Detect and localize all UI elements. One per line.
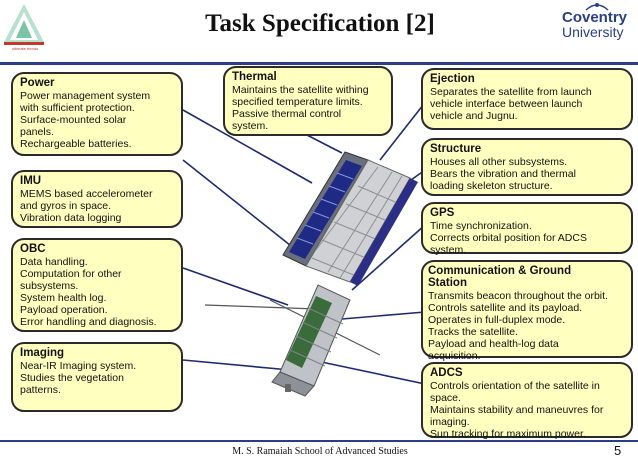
coventry-logo-line2: University [562, 24, 624, 40]
coventry-crest-icon [585, 3, 609, 11]
comm-title-line1: Communication & Ground [428, 265, 572, 277]
gps-title: GPS [430, 207, 455, 219]
thermal-line: Maintains the satellite withing [232, 84, 369, 96]
power-line: Power management system [20, 90, 151, 102]
adcs-line: Maintains stability and maneuvres for [430, 404, 604, 416]
leader-lines [182, 99, 428, 385]
structure-box: Structure Houses all other subsystems. B… [421, 138, 633, 196]
adcs-line: imaging. [430, 416, 470, 428]
adcs-title: ADCS [430, 367, 463, 379]
adcs-line: Sun tracking for maximum power. [430, 428, 586, 440]
ejection-title: Ejection [430, 73, 475, 85]
comm-line: acquisition. [428, 350, 481, 362]
imu-line: Vibration data logging [20, 212, 122, 224]
structure-line: loading skeleton structure. [430, 180, 553, 192]
imaging-line: patterns. [20, 384, 61, 396]
comm-line: Operates in full-duplex mode. [428, 314, 566, 326]
ejection-line: vehicle and Jugnu. [430, 110, 518, 122]
adcs-box: ADCS Controls orientation of the satelli… [421, 362, 633, 440]
ejection-box: Ejection Separates the satellite from la… [421, 68, 633, 130]
power-line: Surface-mounted solar [20, 114, 127, 126]
imaging-title: Imaging [20, 347, 65, 359]
obc-title: OBC [20, 243, 46, 255]
institute-logo-caption: ultimate trends [11, 46, 39, 51]
payload-module [271, 284, 351, 397]
obc-line: Payload operation. [20, 304, 108, 316]
leader-line-gps [351, 224, 426, 291]
footer-text: M. S. Ramaiah School of Advanced Studies [232, 446, 408, 457]
obc-line: Error handling and diagnosis. [20, 316, 157, 328]
imaging-box: Imaging Near-IR Imaging system. Studies … [11, 342, 183, 412]
leader-line-power [182, 109, 313, 184]
leader-line-thermal [304, 133, 343, 154]
leader-line-ejection [379, 99, 428, 161]
slide-title: Task Specification [2] [205, 10, 435, 37]
institute-logo [4, 4, 44, 45]
comm-line: Transmits beacon throughout the orbit. [428, 290, 608, 302]
power-title: Power [20, 77, 55, 89]
obc-box: OBC Data handling. Computation for other… [11, 238, 183, 332]
gps-box: GPS Time synchronization. Corrects orbit… [421, 202, 633, 256]
structure-line: Bears the vibration and thermal [430, 168, 576, 180]
thermal-box: Thermal Maintains the satellite withing … [223, 66, 393, 136]
power-line: panels. [20, 126, 54, 138]
power-line: with sufficient protection. [20, 102, 135, 114]
comm-line: Tracks the satellite. [428, 326, 519, 338]
comm-title-line2: Station [428, 277, 467, 289]
leader-line-comm [329, 311, 426, 321]
imu-line: MEMS based accelerometer [20, 188, 153, 200]
coventry-logo-line1: Coventry [562, 9, 628, 26]
structure-title: Structure [430, 143, 482, 155]
obc-line: subsystems. [20, 280, 79, 292]
power-line: Rechargeable batteries. [20, 138, 132, 150]
power-box: Power Power management system with suffi… [11, 72, 183, 156]
thermal-line: system. [232, 120, 269, 132]
page-number: 5 [614, 443, 622, 458]
comm-line: Payload and health-log data [428, 338, 559, 350]
imu-line: and gyros in space. [20, 200, 112, 212]
solar-panel-module [282, 151, 418, 286]
gps-line: Corrects orbital position for ADCS [430, 232, 587, 244]
header-divider [0, 62, 638, 65]
thermal-title: Thermal [232, 71, 277, 83]
gps-line: system. [430, 244, 467, 256]
obc-line: Data handling. [20, 256, 88, 268]
obc-line: Computation for other [20, 268, 122, 280]
adcs-line: Controls orientation of the satellite in [430, 380, 600, 392]
imu-title: IMU [20, 175, 42, 187]
footer-divider [0, 440, 638, 442]
leader-line-imaging [182, 359, 291, 371]
coventry-logo: Coventry University [562, 10, 634, 40]
leader-line-obc [182, 267, 289, 306]
ejection-line: Separates the satellite from launch [430, 86, 592, 98]
leader-line-adcs [311, 359, 426, 385]
ejection-line: vehicle interface between launch [430, 98, 583, 110]
thermal-line: specified temperature limits. [232, 96, 363, 108]
thermal-line: Passive thermal control [232, 108, 342, 120]
comm-line: Controls satellite and its payload. [428, 302, 583, 314]
structure-line: Houses all other subsystems. [430, 156, 568, 168]
imaging-line: Near-IR Imaging system. [20, 360, 137, 372]
obc-line: System health log. [20, 292, 107, 304]
adcs-line: space. [430, 392, 461, 404]
imu-box: IMU MEMS based accelerometer and gyros i… [11, 170, 183, 228]
imaging-line: Studies the vegetation [20, 372, 124, 384]
gps-line: Time synchronization. [430, 220, 532, 232]
